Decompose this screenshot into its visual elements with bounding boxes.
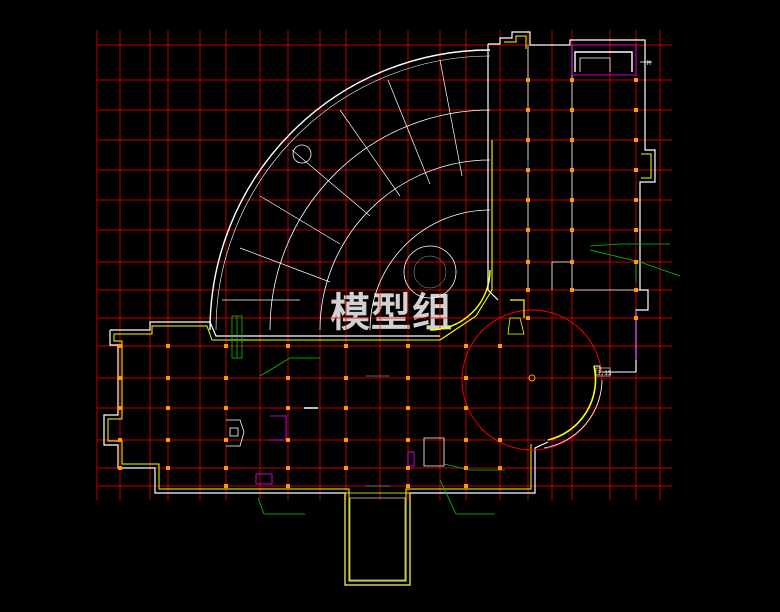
column-marker [526, 260, 530, 264]
column-marker [498, 466, 502, 470]
column-marker [634, 316, 638, 320]
column-marker [464, 406, 468, 410]
column-marker [344, 466, 348, 470]
column-marker [526, 288, 530, 292]
column-marker [464, 438, 468, 442]
column-marker [224, 406, 228, 410]
column-marker [634, 288, 638, 292]
column-marker [570, 168, 574, 172]
axis-grid [96, 30, 672, 500]
column-marker [166, 466, 170, 470]
column-marker [634, 198, 638, 202]
column-marker [570, 260, 574, 264]
column-marker [118, 376, 122, 380]
column-marker [570, 198, 574, 202]
column-marker [224, 484, 228, 488]
column-marker [570, 78, 574, 82]
column-marker [118, 466, 122, 470]
column-marker [286, 484, 290, 488]
interior-details [226, 315, 445, 487]
column-marker [570, 288, 574, 292]
tag-box-frame [595, 367, 611, 377]
column-marker [526, 168, 530, 172]
column-marker [406, 376, 410, 380]
column-marker [286, 466, 290, 470]
annotation-leaders [257, 61, 681, 515]
column-marker [526, 108, 530, 112]
column-marker [464, 466, 468, 470]
column-marker [224, 344, 228, 348]
east-wing [527, 44, 640, 360]
column-marker [570, 108, 574, 112]
column-marker [344, 438, 348, 442]
column-marker [634, 228, 638, 232]
column-marker [286, 406, 290, 410]
column-marker [286, 376, 290, 380]
column-marker [634, 168, 638, 172]
column-marker [570, 138, 574, 142]
column-marker [166, 438, 170, 442]
column-marker [634, 138, 638, 142]
column-marker [498, 438, 502, 442]
column-marker [224, 466, 228, 470]
column-marker [570, 228, 574, 232]
column-marker [118, 406, 122, 410]
column-marker [406, 484, 410, 488]
column-marker [344, 344, 348, 348]
column-marker [286, 344, 290, 348]
column-marker [166, 406, 170, 410]
column-marker [406, 344, 410, 348]
column-marker [224, 438, 228, 442]
column-marker [634, 260, 638, 264]
column-marker [464, 484, 468, 488]
column-marker [286, 438, 290, 442]
column-marker [634, 108, 638, 112]
column-marker [344, 406, 348, 410]
column-marker [406, 466, 410, 470]
column-marker [526, 198, 530, 202]
column-marker [406, 406, 410, 410]
column-marker [166, 344, 170, 348]
column-marker [464, 376, 468, 380]
column-marker [118, 344, 122, 348]
column-marker [406, 438, 410, 442]
tag-box: 3.15 [597, 370, 612, 377]
column-marker [526, 316, 530, 320]
column-marker [498, 344, 502, 348]
column-marker [344, 376, 348, 380]
curved-hall [209, 49, 491, 331]
column-marker [224, 376, 228, 380]
column-marker [526, 78, 530, 82]
column-marker [166, 376, 170, 380]
structural-columns [118, 78, 638, 488]
tag-small: M [647, 60, 651, 67]
round-tower [461, 299, 603, 451]
column-marker [526, 228, 530, 232]
column-marker [526, 138, 530, 142]
column-marker [118, 438, 122, 442]
column-marker [464, 344, 468, 348]
column-marker [634, 78, 638, 82]
